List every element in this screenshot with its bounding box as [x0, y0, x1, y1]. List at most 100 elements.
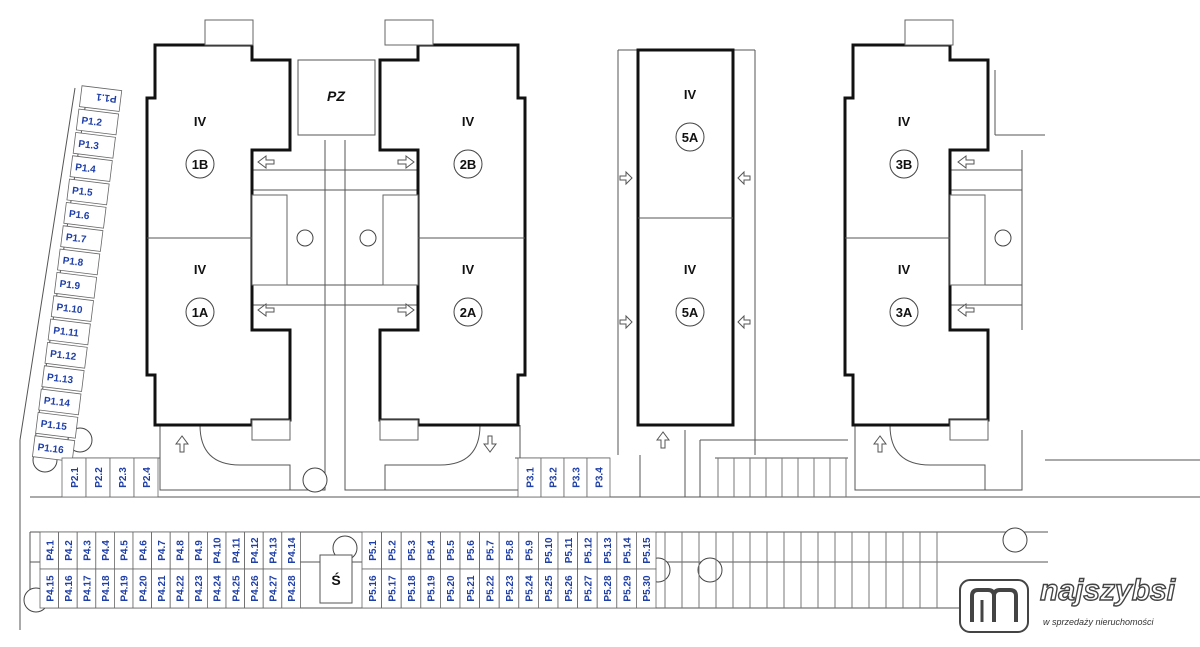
- parking-slot-label: P1.4: [75, 162, 97, 175]
- pz-label: PZ: [327, 88, 345, 104]
- parking-slot-label: P4.3: [83, 540, 94, 561]
- parking-slot-label: P5.6: [466, 540, 477, 561]
- parking-slot-label: P5.24: [525, 575, 536, 602]
- parking-slot-label: P4.1: [45, 540, 56, 561]
- parking-slot-label: P5.14: [623, 537, 634, 564]
- parking-slot-label: P5.17: [387, 575, 398, 602]
- parking-slot-label: P1.15: [40, 419, 68, 433]
- parking-slot-label: P4.27: [269, 575, 280, 602]
- parking-slot-label: P5.12: [583, 537, 594, 564]
- building-id-label: 3B: [896, 157, 913, 172]
- parking-slot-label: P5.11: [564, 537, 575, 563]
- parking-slot-label: P5.13: [603, 537, 614, 564]
- parking-slot-label: P5.1: [368, 540, 379, 561]
- parking-slots: P1.1P1.2P1.3P1.4P1.5P1.6P1.7P1.8P1.9P1.1…: [32, 85, 657, 609]
- parking-slot-label: P4.10: [213, 537, 224, 564]
- parking-slot-label: P4.15: [45, 575, 56, 602]
- pz-box: [297, 59, 376, 136]
- parking-slot-label: P1.14: [43, 396, 71, 410]
- parking-slot-label: P3.4: [595, 467, 606, 488]
- building-id-circle: [453, 149, 483, 179]
- parking-slot-label: P5.16: [368, 575, 379, 602]
- building-id-circle: [675, 297, 705, 327]
- parking-slot: P1.16: [32, 435, 76, 462]
- parking-slot-label: P5.26: [564, 575, 575, 602]
- parking-slot: P1.4: [69, 155, 113, 182]
- building-id-circle: [453, 297, 483, 327]
- parking-slot: P1.8: [57, 248, 101, 276]
- parking-slot-box: [586, 457, 611, 498]
- building-id-label: 1B: [192, 157, 209, 172]
- building-id-label: 5A: [682, 130, 699, 145]
- building-id-circle: [675, 122, 705, 152]
- floors-label: IV: [462, 114, 475, 129]
- parking-slot-label: P4.6: [138, 540, 149, 561]
- parking-slot-label: P5.2: [387, 540, 398, 561]
- parking-slot-label: P4.20: [138, 575, 149, 602]
- entrance-arrow-icons: [175, 155, 975, 453]
- building-label: IV 1B: [185, 114, 215, 179]
- building-label: IV 5A: [675, 87, 705, 152]
- parking-slot-label: P1.9: [59, 279, 81, 292]
- floors-label: IV: [684, 262, 697, 277]
- parking-slot: P1.7: [60, 225, 104, 252]
- parking-slot-label: P4.2: [64, 540, 75, 561]
- parking-slot-label: P5.21: [466, 575, 477, 602]
- building-id-circle: [889, 149, 919, 179]
- parking-slot-label: P5.20: [446, 575, 457, 602]
- watermark-brand: najszybsi: [1039, 573, 1176, 607]
- parking-slot-label: P5.29: [623, 575, 634, 602]
- parking-slot-label: P1.10: [56, 302, 84, 316]
- floors-label: IV: [462, 262, 475, 277]
- parking-slot: P1.2: [75, 108, 120, 136]
- parking-slot-label: P4.22: [176, 575, 187, 602]
- parking-slot: P1.1: [79, 85, 123, 112]
- building-id-label: 2A: [460, 305, 477, 320]
- parking-slot-label: P5.9: [525, 540, 536, 561]
- trash-label: Ś: [331, 571, 340, 588]
- parking-slot-label: P4.26: [250, 575, 261, 602]
- floors-label: IV: [194, 114, 207, 129]
- parking-slot-label: P5.5: [446, 540, 457, 561]
- parking-slot-label: P1.16: [37, 442, 65, 456]
- building-5: [636, 48, 735, 427]
- parking-slot: P1.14: [38, 388, 82, 416]
- parking-slot: P1.13: [41, 365, 85, 392]
- parking-slot-label: P4.13: [269, 537, 280, 564]
- building-id-label: 1A: [192, 305, 209, 320]
- parking-slot-box: [133, 457, 159, 498]
- parking-slot-label: P4.16: [64, 575, 75, 602]
- parking-slot-label: P4.17: [83, 575, 94, 602]
- parking-slot: P1.5: [66, 178, 110, 206]
- parking-slot-label: P5.7: [485, 540, 496, 561]
- parking-slot-label: P4.14: [287, 537, 298, 564]
- parking-slot-box: [61, 457, 87, 498]
- parking-slot-label: P5.8: [505, 540, 516, 561]
- parking-slot-label: P4.5: [120, 540, 131, 561]
- parking-slot-label: P4.12: [250, 537, 261, 564]
- parking-slot: P1.15: [35, 411, 79, 439]
- parking-slot-label: P4.18: [101, 575, 112, 602]
- parking-slot-label: P1.1: [95, 91, 117, 104]
- parking-slot: P1.11: [47, 318, 91, 346]
- parking-slot-label: P5.25: [544, 575, 555, 602]
- parking-slot-label: P1.8: [62, 256, 84, 269]
- parking-slot-label: P1.6: [68, 209, 90, 222]
- parking-slot-label: P1.13: [46, 372, 74, 386]
- floors-label: IV: [898, 114, 911, 129]
- building-id-circle: [185, 149, 215, 179]
- parking-slot-label: P5.15: [642, 537, 653, 564]
- parking-slot-label: P4.8: [176, 540, 187, 561]
- parking-slot: P1.10: [50, 295, 94, 322]
- parking-slot-label: P4.23: [194, 575, 205, 602]
- parking-slot-label: P4.28: [287, 575, 298, 602]
- floors-label: IV: [684, 87, 697, 102]
- parking-slot-label: P3.3: [572, 467, 583, 488]
- parking-slot-label: P4.11: [231, 537, 242, 563]
- building-id-circle: [889, 297, 919, 327]
- parking-slot: P1.3: [72, 131, 116, 159]
